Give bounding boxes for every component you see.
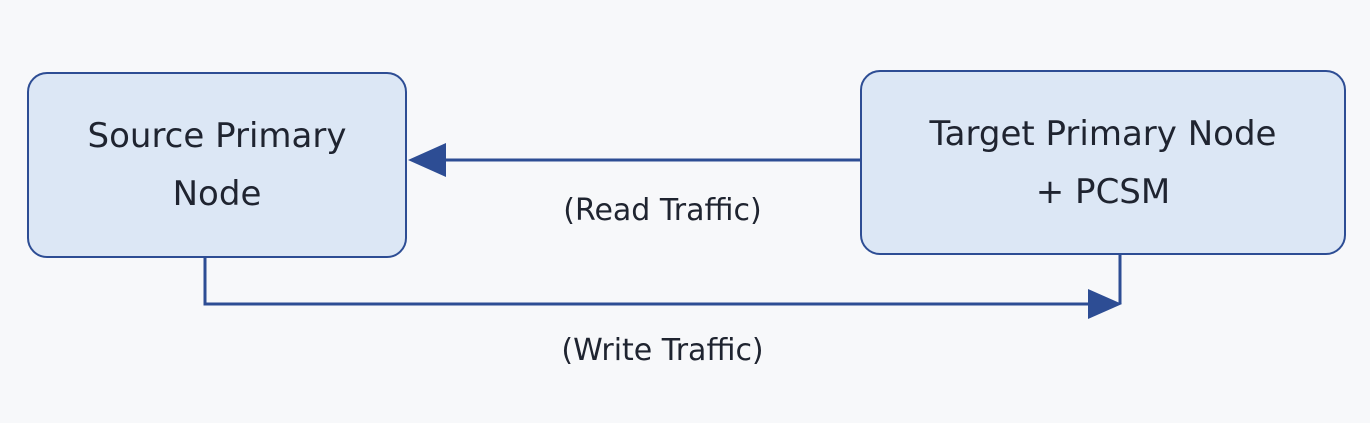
- read-traffic-label: (Read Traffic): [563, 193, 762, 228]
- write-traffic-label: (Write Traffic): [561, 333, 764, 368]
- target-node-label-line2: + PCSM: [1035, 171, 1171, 212]
- target-primary-node: Target Primary Node + PCSM: [860, 70, 1346, 255]
- source-node-label-line2: Node: [172, 174, 262, 214]
- source-node-label-line1: Source Primary: [87, 116, 347, 156]
- target-node-label-line1: Target Primary Node: [929, 113, 1277, 154]
- source-primary-node: Source Primary Node: [27, 72, 407, 258]
- write-traffic-arrow-line: [203, 258, 1090, 306]
- read-traffic-arrowhead: [408, 143, 446, 177]
- write-traffic-arrowhead: [1088, 289, 1122, 319]
